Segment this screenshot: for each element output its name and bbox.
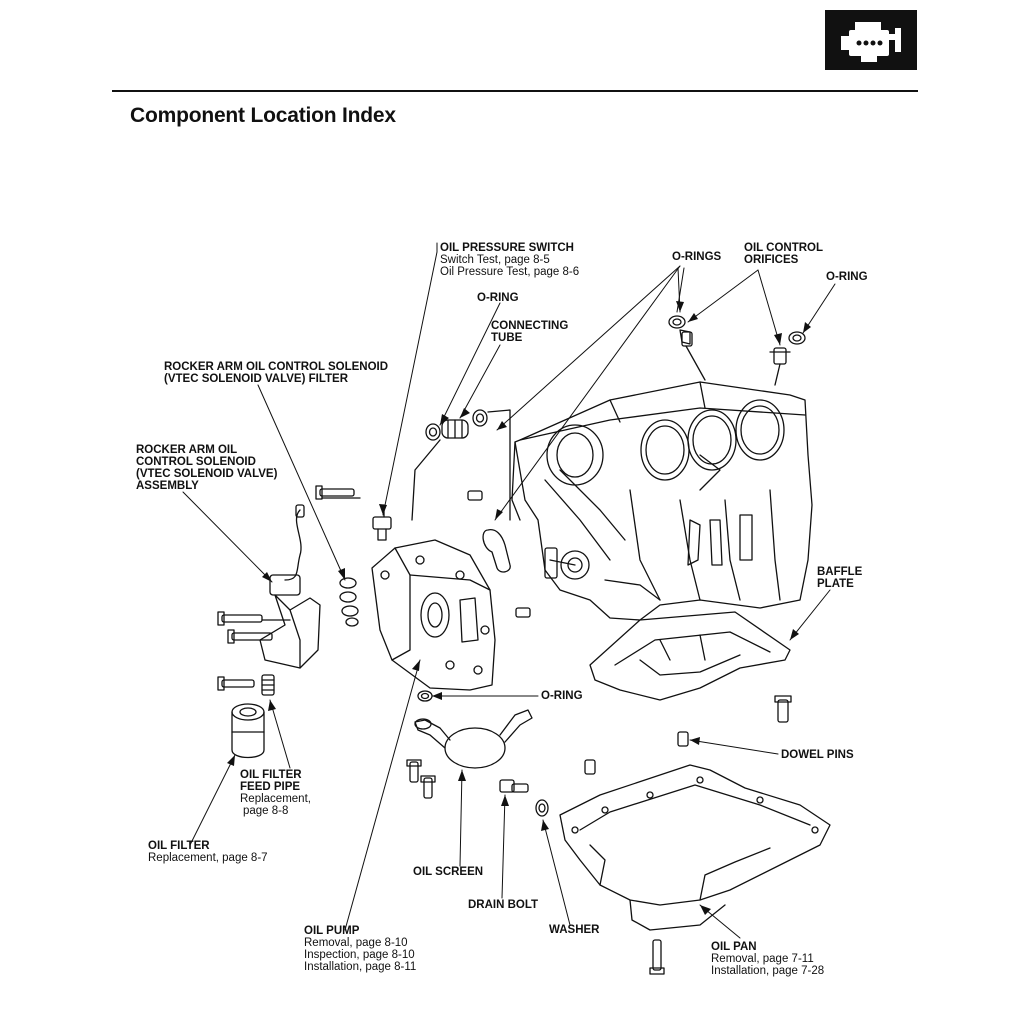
oil-pan-part (559, 764, 831, 931)
arrowheads (227, 301, 811, 915)
feed-pipe (261, 674, 275, 696)
label-washer: WASHER (549, 924, 600, 936)
label-solenoid-filter: ROCKER ARM OIL CONTROL SOLENOID (VTEC SO… (164, 361, 389, 385)
label-o-ring-pump: O-RING (541, 690, 583, 702)
oil-filter-part (231, 703, 265, 759)
label-connecting-tube: CONNECTING TUBE (491, 320, 569, 344)
leader-lines (182, 242, 836, 939)
oil-screen-part (414, 709, 533, 769)
label-oil-screen: OIL SCREEN (413, 866, 484, 878)
connecting-tube (411, 409, 511, 521)
screen-bolts (406, 759, 436, 799)
label-dowel-pins: DOWEL PINS (781, 749, 854, 761)
solenoid-filter (339, 577, 359, 627)
solenoid-assembly (259, 504, 321, 669)
label-oil-pan: OIL PAN Removal, page 7-11 Installation,… (711, 941, 825, 977)
label-o-ring-right: O-RING (826, 271, 868, 283)
label-o-rings-top: O-RINGS (672, 251, 722, 263)
label-o-ring-mid: O-RING (477, 292, 519, 304)
label-drain-bolt: DRAIN BOLT (468, 899, 539, 911)
engine-block (511, 381, 813, 621)
label-oil-filter: OIL FILTER Replacement, page 8-7 (148, 840, 268, 864)
engine-icon (825, 10, 917, 70)
page-title: Component Location Index (130, 104, 396, 127)
label-baffle-plate: BAFFLE PLATE (817, 566, 863, 590)
label-oil-pump: OIL PUMP Removal, page 8-10 Inspection, … (304, 925, 417, 973)
drain-bolt-part (499, 779, 529, 793)
top-orings (668, 315, 806, 386)
label-oil-filter-feed-pipe: OIL FILTER FEED PIPE Replacement, page 8… (240, 769, 311, 817)
label-solenoid-assembly: ROCKER ARM OIL CONTROL SOLENOID (VTEC SO… (136, 444, 278, 492)
baffle-plate (589, 611, 791, 701)
header-rule (112, 90, 918, 92)
label-oil-control-orifices: OIL CONTROL ORIFICES (744, 242, 824, 266)
label-oil-pressure-switch: OIL PRESSURE SWITCH Switch Test, page 8-… (440, 242, 580, 278)
oil-pump (371, 539, 496, 691)
bolts-left (217, 485, 361, 691)
